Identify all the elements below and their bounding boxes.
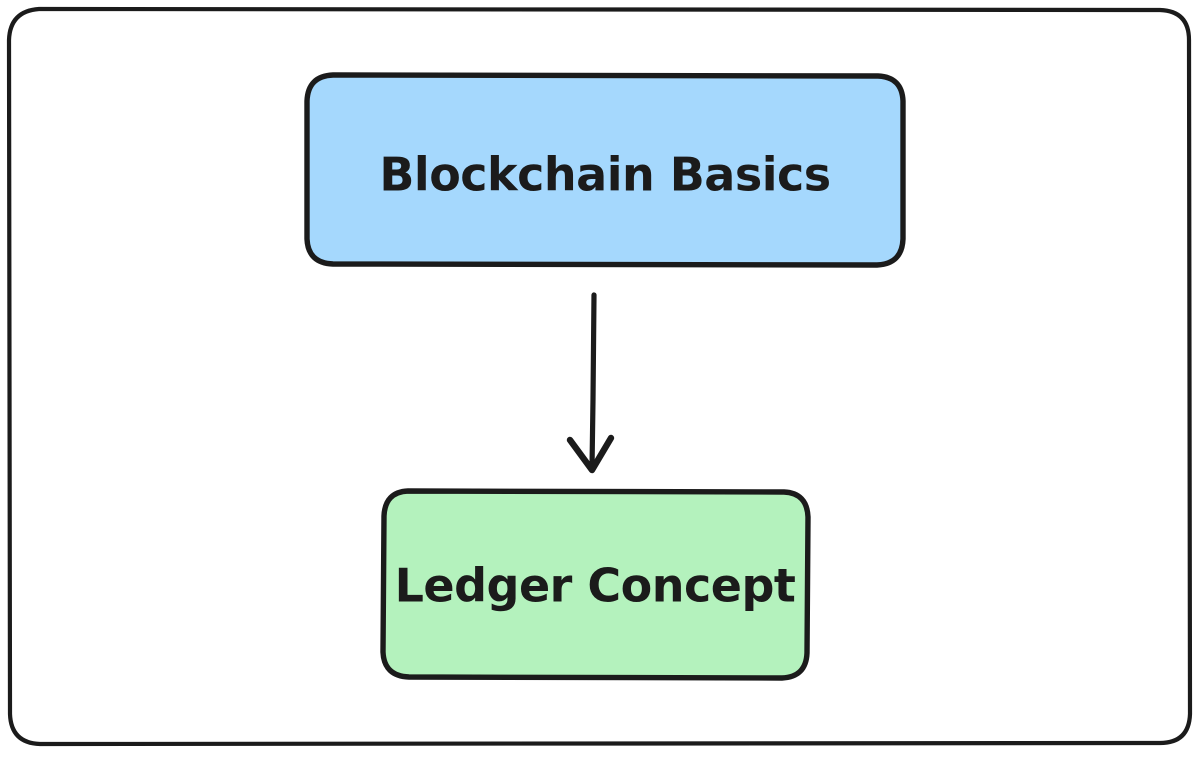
node-ledger-concept-shape[interactable]	[380, 488, 811, 681]
edge-basics-to-ledger-line	[589, 292, 597, 471]
node-blockchain-basics[interactable]: Blockchain Basics	[304, 72, 906, 268]
node-ledger-concept[interactable]: Ledger Concept	[380, 488, 811, 681]
node-blockchain-basics-shape[interactable]	[304, 72, 906, 268]
diagram-frame	[6, 6, 1193, 747]
node-blockchain-basics-label: Blockchain Basics	[379, 148, 830, 202]
edge-basics-to-ledger[interactable]	[566, 292, 615, 474]
edge-basics-to-ledger-arrowhead-icon	[566, 434, 615, 474]
node-ledger-concept-label: Ledger Concept	[395, 559, 796, 613]
